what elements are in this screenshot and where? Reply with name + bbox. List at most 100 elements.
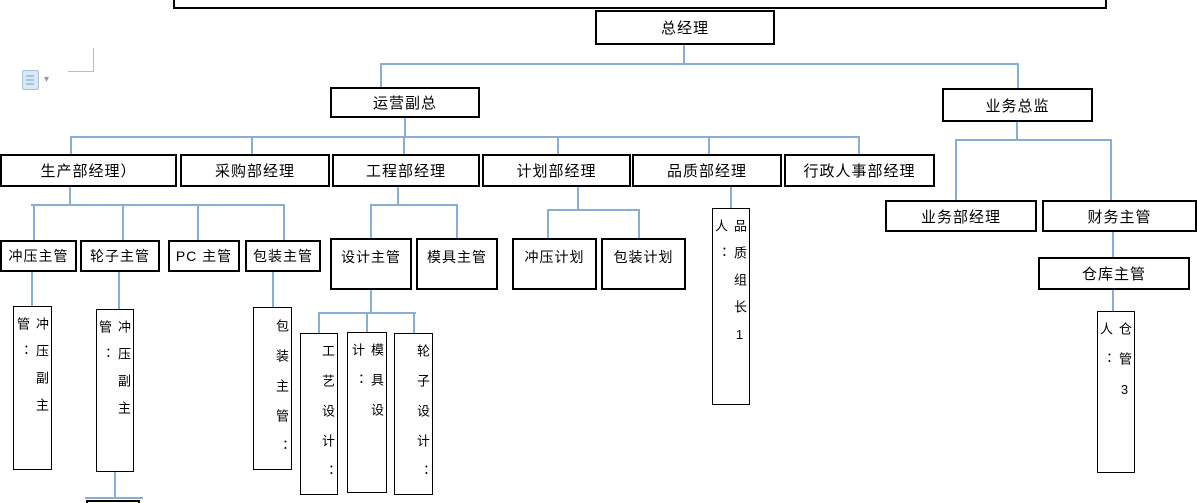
connector [683, 45, 685, 64]
node-label: 总经理 [660, 20, 709, 37]
node-label: 仓库主管 [1081, 266, 1146, 283]
node-label: 行政人事部经理 [803, 163, 916, 180]
top-cutoff-box[interactable] [173, 0, 1107, 9]
connector [955, 139, 1112, 141]
connector [283, 204, 285, 240]
node-stamping-deputy-1[interactable]: 冲压副主管： [13, 306, 52, 470]
connector [1016, 122, 1018, 140]
connector [456, 204, 458, 238]
node-label: 冲压副主管： [97, 320, 131, 428]
page-margin-corner-mark [68, 48, 94, 72]
node-label: 轮子主管 [90, 248, 150, 264]
connector [122, 204, 124, 240]
node-quality-group-leader[interactable]: 品质组长1人： [712, 208, 750, 405]
node-production-manager[interactable]: 生产部经理） [0, 154, 177, 187]
connector [1112, 290, 1114, 311]
node-warehouse-keeper[interactable]: 仓管3人： [1097, 311, 1135, 473]
node-design-supervisor[interactable]: 设计主管 [330, 238, 412, 290]
connector [31, 272, 33, 306]
connector [708, 136, 710, 154]
node-label: 包装计划 [613, 249, 674, 265]
node-label: 模具设计： [350, 343, 384, 433]
node-wheel-designer[interactable]: 轮子设计： [394, 333, 433, 495]
node-label: PC 主管 [175, 248, 233, 264]
node-label: 工艺设计： [320, 344, 335, 494]
node-purchasing-manager[interactable]: 采购部经理 [180, 154, 330, 187]
connector [114, 472, 116, 498]
node-pc-supervisor[interactable]: PC 主管 [168, 240, 240, 272]
node-admin-hr-manager[interactable]: 行政人事部经理 [784, 154, 935, 187]
node-label: 包装主管 [253, 248, 313, 264]
connector [318, 312, 320, 333]
node-stamping-supervisor[interactable]: 冲压主管 [0, 240, 77, 272]
connector [366, 312, 368, 333]
connector [31, 204, 285, 206]
connector [1017, 63, 1019, 88]
node-label: 包装主管： [274, 318, 289, 469]
node-packaging-supervisor[interactable]: 包装主管 [245, 240, 321, 272]
node-label: 模具主管 [427, 249, 487, 265]
node-label: 业务部经理 [920, 208, 1001, 226]
connector [197, 204, 199, 240]
connector [70, 136, 72, 154]
connector [955, 139, 957, 200]
connector [272, 272, 274, 307]
node-mold-designer[interactable]: 模具设计： [347, 332, 387, 493]
node-label: 冲压副主管： [15, 317, 49, 425]
node-business-director[interactable]: 业务总监 [942, 88, 1093, 122]
connector [85, 497, 143, 499]
node-operations-vp[interactable]: 运营副总 [330, 87, 480, 118]
connector [413, 312, 415, 333]
bottom-cutoff-box[interactable] [86, 500, 140, 503]
node-label: 计划部经理 [516, 163, 597, 180]
node-business-dept-manager[interactable]: 业务部经理 [885, 200, 1037, 232]
connector [370, 290, 372, 313]
node-warehouse-supervisor[interactable]: 仓库主管 [1038, 257, 1190, 290]
node-engineering-manager[interactable]: 工程部经理 [332, 154, 480, 187]
node-label: 冲压主管 [8, 248, 69, 264]
connector [547, 209, 549, 238]
node-label: 业务总监 [985, 97, 1050, 115]
node-label: 轮子设计： [415, 344, 430, 494]
node-label: 冲压计划 [524, 249, 585, 265]
connector [380, 63, 1019, 65]
connector [251, 136, 253, 154]
node-stamping-plan[interactable]: 冲压计划 [512, 238, 597, 290]
connector [577, 187, 579, 210]
connector [70, 136, 860, 138]
node-finance-supervisor[interactable]: 财务主管 [1042, 200, 1197, 232]
node-stamping-deputy-2[interactable]: 冲压副主管： [96, 309, 134, 472]
node-label: 采购部经理 [214, 163, 295, 180]
connector [730, 187, 732, 208]
connector [403, 136, 405, 154]
connector [118, 272, 120, 309]
dropdown-arrow-icon[interactable]: ▾ [44, 74, 50, 85]
node-packaging-supervisor-detail[interactable]: 包装主管： [253, 307, 292, 470]
node-general-manager[interactable]: 总经理 [595, 10, 775, 45]
connector [1110, 139, 1112, 200]
paste-options-icon [22, 70, 39, 90]
node-wheel-supervisor[interactable]: 轮子主管 [80, 240, 160, 272]
connector [858, 136, 860, 154]
connector [370, 204, 458, 206]
connector [547, 209, 640, 211]
node-label: 品质部经理 [666, 163, 747, 180]
node-label: 设计主管 [341, 249, 401, 265]
node-process-designer[interactable]: 工艺设计： [300, 333, 338, 495]
node-planning-manager[interactable]: 计划部经理 [482, 154, 631, 187]
node-quality-manager[interactable]: 品质部经理 [632, 154, 782, 187]
paste-options-button[interactable]: ▾ [22, 70, 49, 90]
node-label: 财务主管 [1087, 208, 1152, 226]
node-label: 工程部经理 [365, 163, 446, 180]
connector [380, 63, 382, 87]
connector [557, 136, 559, 154]
connector [69, 187, 71, 205]
node-packaging-plan[interactable]: 包装计划 [601, 238, 686, 290]
connector [1112, 232, 1114, 257]
node-mold-supervisor[interactable]: 模具主管 [416, 238, 498, 290]
node-label: 品质组长1人： [713, 219, 747, 356]
connector [638, 209, 640, 238]
node-label: 运营副总 [372, 95, 437, 112]
connector [370, 204, 372, 238]
